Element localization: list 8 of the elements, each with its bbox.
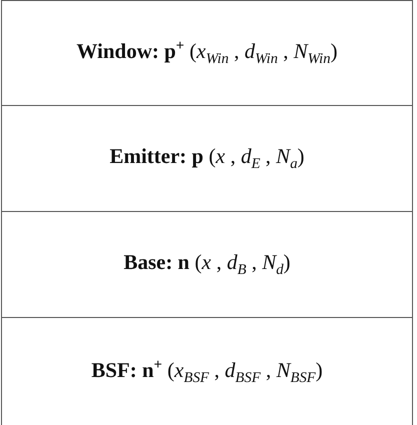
layer-label: BSF: n$^{+}$ (x$_{BSF}$ , d$_{BSF}$ , N$_{BSF}$) — [91, 356, 323, 388]
layer-box — [1, 211, 413, 319]
layer-label: Window: p$^{+}$ (x$_{Win}$ , d$_{Win}$ , N$_{Win}$) — [76, 38, 338, 69]
layer-box — [1, 0, 413, 107]
layer-label: Emitter: p (x , d$_{E}$ , N$_{a}$) — [110, 144, 304, 174]
layer-box — [1, 105, 413, 213]
layer-label: Base: n (x , d$_{B}$ , N$_{d}$) — [124, 250, 290, 280]
layer-box — [1, 317, 413, 425]
